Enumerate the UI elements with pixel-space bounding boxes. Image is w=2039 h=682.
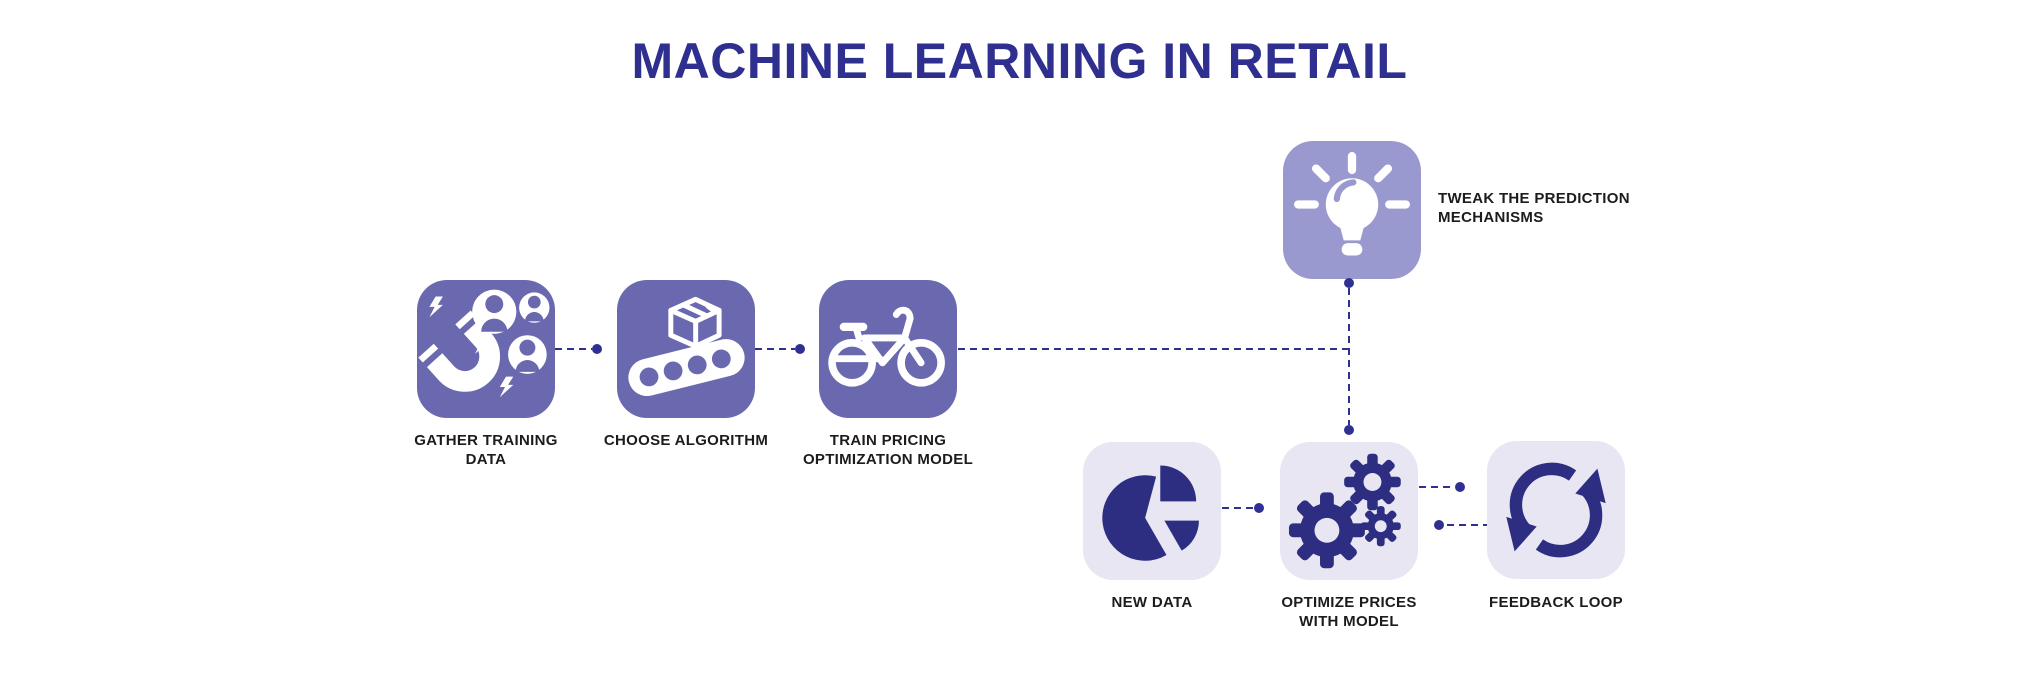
step-box-choose-algorithm	[617, 280, 755, 418]
page-title: MACHINE LEARNING IN RETAIL	[631, 33, 1408, 89]
connector-dot-train	[795, 344, 805, 354]
connector-train-to-junction	[958, 348, 1348, 350]
connector-gather-to-choose	[555, 348, 592, 350]
connector-dot-below-lightbulb	[1344, 278, 1354, 288]
step-label-new-data: NEW DATA	[1111, 594, 1193, 611]
step-box-train-pricing-model	[819, 280, 957, 418]
conveyor-belt-icon	[628, 296, 745, 397]
connector-dot-return	[1434, 520, 1444, 530]
step-box-feedback-loop	[1487, 441, 1625, 579]
step-label-choose-algorithm: CHOOSE ALGORITHM	[603, 432, 769, 449]
connector-dot-above-gears	[1344, 425, 1354, 435]
connector-optimize-to-feedback	[1419, 486, 1454, 488]
pie-chart-icon	[1102, 465, 1199, 561]
step-box-optimize-prices	[1280, 442, 1418, 580]
connector-feedback-to-optimize	[1447, 524, 1487, 526]
step-label-gather-training-data: GATHER TRAINING DATA	[414, 432, 558, 468]
bicycle-icon	[828, 306, 945, 387]
magnet-icon	[418, 289, 550, 398]
gears-icon	[1288, 453, 1401, 569]
step-label-optimize-prices: OPTIMIZE PRICES WITH MODEL	[1281, 594, 1417, 630]
step-box-tweak-prediction	[1283, 141, 1421, 279]
sync-arrows-icon	[1506, 462, 1606, 558]
connector-dot-choose	[592, 344, 602, 354]
step-label-feedback-loop: FEEDBACK LOOP	[1489, 594, 1623, 611]
connector-dot-optimize	[1254, 503, 1264, 513]
step-label-train-pricing-model: TRAIN PRICING OPTIMIZATION MODEL	[802, 432, 974, 468]
connector-dot-feedback	[1455, 482, 1465, 492]
step-label-tweak-prediction: TWEAK THE PREDICTION MECHANISMS	[1438, 190, 1630, 226]
lightbulb-icon	[1294, 152, 1410, 256]
connector-choose-to-train	[755, 348, 795, 350]
step-box-gather-training-data	[417, 280, 555, 418]
step-box-new-data	[1083, 442, 1221, 580]
connector-lightbulb-to-optimize	[1348, 288, 1350, 425]
connector-newdata-to-optimize	[1222, 507, 1253, 509]
